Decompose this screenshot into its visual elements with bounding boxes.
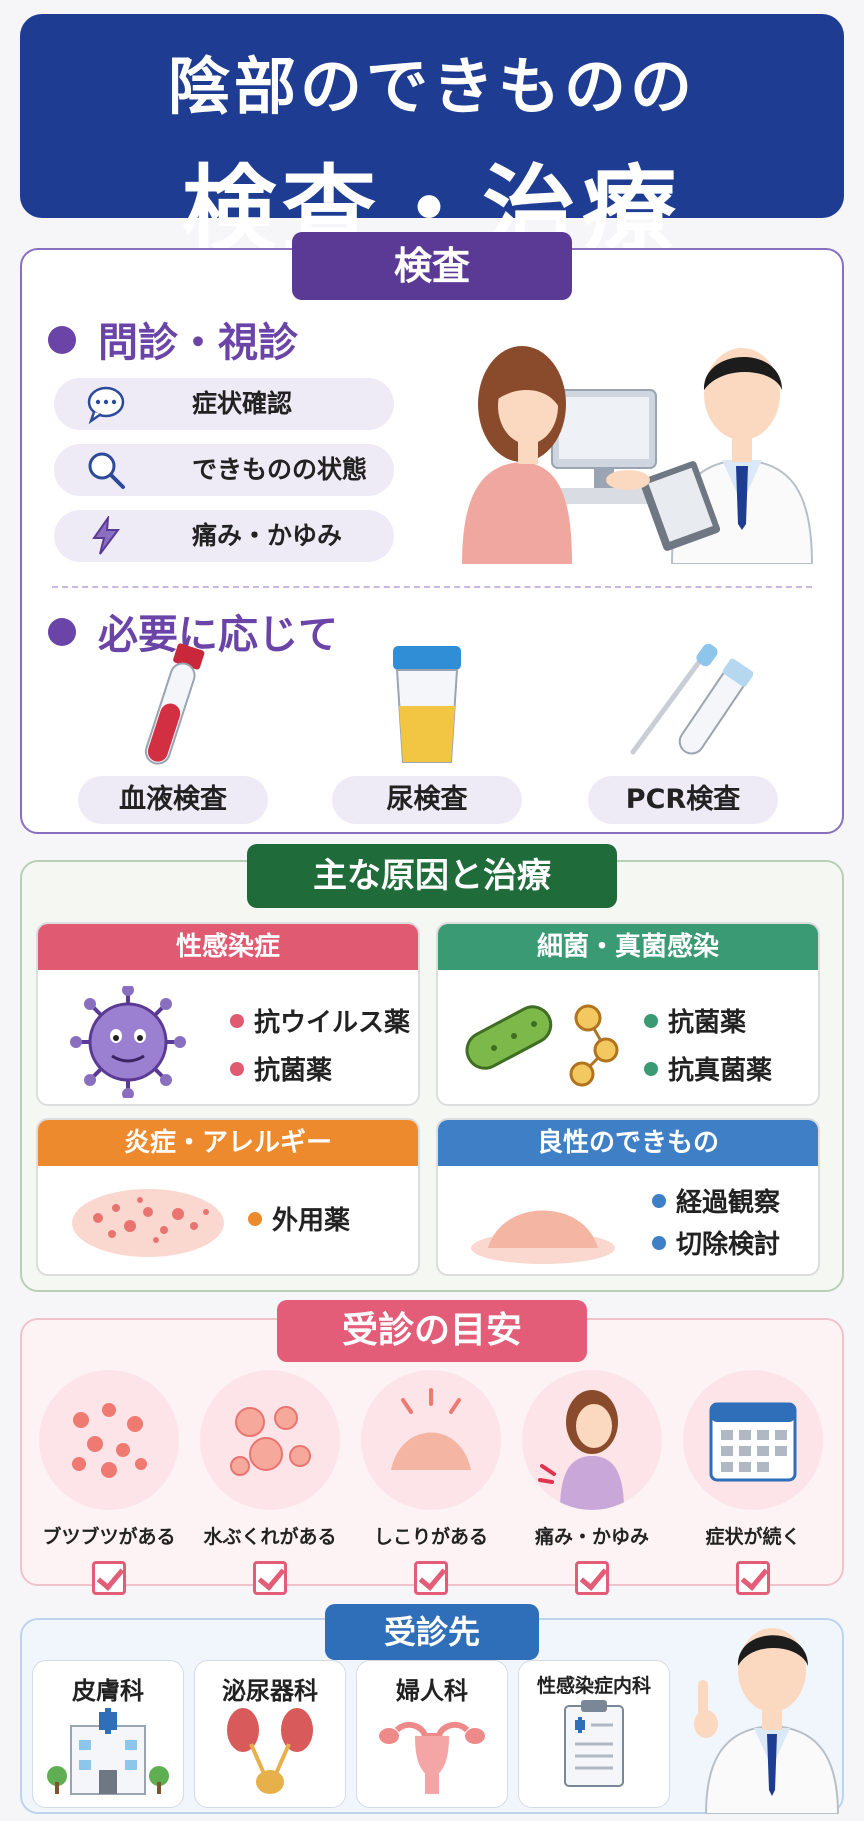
cause-card-title: 炎症・アレルギー <box>38 1120 418 1166</box>
departments-heading: 受診先 <box>325 1604 539 1660</box>
visit-item-blister: 水ぶくれがある <box>195 1370 345 1595</box>
treatment-item: 抗真菌薬 <box>644 1050 772 1087</box>
cause-card-benign: 良性のできもの 経過観察 切除検討 <box>436 1118 820 1276</box>
test-pcr-label: PCR検査 <box>588 776 778 824</box>
visit-item-persist: 症状が続く <box>678 1370 828 1595</box>
checkbox-checked-icon <box>414 1561 448 1595</box>
treatment-item: 抗菌薬 <box>230 1050 332 1087</box>
test-urine-label: 尿検査 <box>332 776 522 824</box>
visit-item-pain: 痛み・かゆみ <box>517 1370 667 1595</box>
test-pcr <box>588 640 778 770</box>
virus-icon <box>70 986 186 1098</box>
check-item-label: 症状確認 <box>192 389 293 418</box>
cause-card-title: 性感染症 <box>38 924 418 970</box>
treatment-item: 外用薬 <box>248 1200 350 1237</box>
checkbox-checked-icon <box>92 1561 126 1595</box>
clipboard-icon <box>564 1700 624 1787</box>
as-needed-heading: 必要に応じて <box>48 602 338 660</box>
visit-item-label: ブツブツがある <box>42 1526 176 1548</box>
test-blood-label: 血液検査 <box>78 776 268 824</box>
title-line1: 陰部のできものの <box>167 50 696 123</box>
doctor-illustration <box>694 1628 840 1814</box>
title-banner: 陰部のできものの 検査・治療 <box>20 14 844 265</box>
dept-std-clinic: 性感染症内科 <box>518 1660 670 1808</box>
checkbox-checked-icon <box>253 1561 287 1595</box>
causes-section: 主な原因と治療 性感染症 抗ウイルス薬 抗菌薬 細菌・真菌感染 <box>20 844 844 1292</box>
dept-label: 性感染症内科 <box>536 1675 651 1697</box>
visit-heading: 受診の目安 <box>277 1300 587 1362</box>
cause-card-bacterial: 細菌・真菌感染 抗菌薬 抗真菌薬 <box>436 922 820 1106</box>
checkbox-checked-icon <box>736 1561 770 1595</box>
check-item-symptoms: 症状確認 <box>54 378 394 430</box>
kidney-icon <box>227 1708 313 1794</box>
exam-heading: 検査 <box>292 232 572 300</box>
blister-icon <box>200 1370 340 1510</box>
hospital-icon <box>47 1708 169 1795</box>
pain-woman-icon <box>522 1370 662 1510</box>
bullet-dot <box>48 326 76 354</box>
rash-icon <box>72 1189 224 1257</box>
dept-label: 泌尿器科 <box>222 1677 318 1705</box>
swab-icon <box>630 643 753 755</box>
dept-urology: 泌尿器科 <box>194 1660 346 1808</box>
test-blood <box>78 640 268 770</box>
visit-item-label: しこりがある <box>373 1526 488 1548</box>
checkbox-checked-icon <box>575 1561 609 1595</box>
bullet-dot <box>48 618 76 646</box>
cause-card-title: 良性のできもの <box>438 1120 818 1166</box>
visit-item-label: 水ぶくれがある <box>203 1526 337 1548</box>
cause-card-title: 細菌・真菌感染 <box>438 924 818 970</box>
uterus-icon <box>379 1721 485 1794</box>
visit-item-label: 痛み・かゆみ <box>534 1526 649 1548</box>
lump-icon <box>361 1370 501 1510</box>
dept-label: 皮膚科 <box>72 1677 144 1705</box>
test-urine <box>332 640 522 770</box>
dept-gynecology: 婦人科 <box>356 1660 508 1808</box>
section-divider <box>52 586 812 588</box>
treatment-item: 経過観察 <box>652 1182 780 1219</box>
check-item-pain: 痛み・かゆみ <box>54 510 394 562</box>
treatment-item: 抗ウイルス薬 <box>230 1002 410 1039</box>
bumps-icon <box>39 1370 179 1510</box>
consultation-illustration <box>462 346 814 564</box>
dept-label: 婦人科 <box>396 1677 468 1705</box>
interview-heading: 問診・視診 <box>48 310 298 368</box>
blood-tube-icon <box>144 643 205 765</box>
lightning-icon <box>92 516 120 555</box>
magnifier-icon <box>88 452 125 489</box>
visit-guide-section: 受診の目安 ブツブツがある 水ぶくれがある <box>20 1300 844 1595</box>
check-item-label: できものの状態 <box>192 455 368 484</box>
urine-cup-icon <box>393 646 461 763</box>
treatment-item: 切除検討 <box>652 1224 780 1261</box>
dept-dermatology: 皮膚科 <box>32 1660 184 1808</box>
visit-item-bumps: ブツブツがある <box>34 1370 184 1595</box>
cause-card-std: 性感染症 抗ウイルス薬 抗菌薬 <box>36 922 420 1106</box>
exam-section: 検査 問診・視診 症状確認 できものの状態 痛み・かゆみ <box>20 232 844 834</box>
visit-item-lump: しこりがある <box>356 1370 506 1595</box>
speech-bubble-icon <box>87 386 125 424</box>
check-item-condition: できものの状態 <box>54 444 394 496</box>
lump-icon <box>471 1210 615 1264</box>
cause-card-inflammation: 炎症・アレルギー 外用薬 <box>36 1118 420 1276</box>
bacteria-icon <box>465 1004 619 1087</box>
check-item-label: 痛み・かゆみ <box>192 521 343 550</box>
visit-item-label: 症状が続く <box>705 1526 801 1548</box>
departments-section: 受診先 皮膚科 泌尿器科 婦人科 <box>20 1604 844 1814</box>
calendar-icon <box>683 1370 823 1510</box>
causes-heading: 主な原因と治療 <box>247 844 617 908</box>
treatment-item: 抗菌薬 <box>644 1002 746 1039</box>
